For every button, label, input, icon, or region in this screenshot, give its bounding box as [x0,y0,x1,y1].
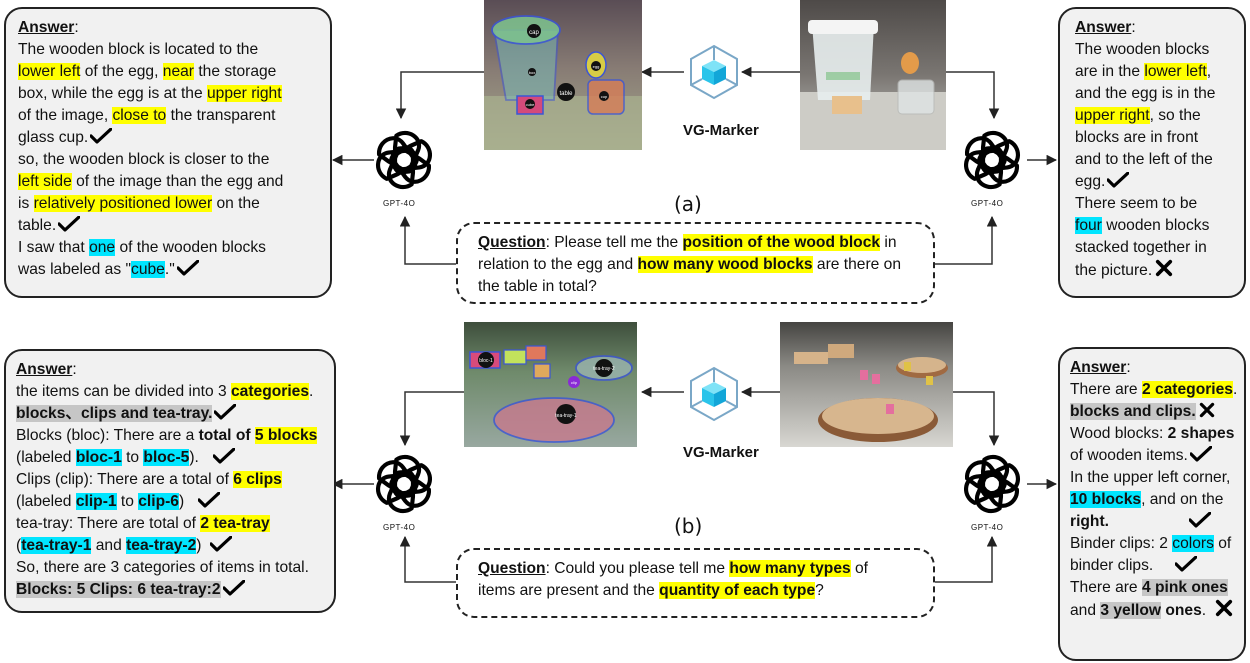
answer-line: glass cup. [18,127,320,149]
vg-marker-cube-icon [686,44,742,100]
panel-a-left-answer-box: Answer: The wooden block is located to t… [4,7,332,298]
image-label: egg [593,64,600,69]
panel-a-question-box: Question: Please tell me the position of… [456,222,935,304]
question-title: Question [478,234,546,251]
answer-line: I saw that one of the wooden blocks [18,239,266,256]
gpt-label: GPT-4O [383,199,416,208]
vg-marker-cube-icon [686,366,742,422]
answer-line: The wooden blocks [1075,41,1210,58]
openai-logo-icon [372,128,436,192]
panel-b-raw-photo [780,322,953,447]
gpt-label: GPT-4O [383,523,416,532]
cross-icon [1214,599,1234,617]
image-label: cup [601,94,608,99]
answer-line: stacked together in [1075,239,1207,256]
answer-line: (labeled bloc-1 to bloc-5). [16,447,324,469]
answer-line: the items can be divided into 3 categori… [16,383,314,400]
answer-line: egg. [1075,171,1234,193]
vg-marker-label: VG-Marker [683,122,759,139]
answer-title: Answer [1075,19,1132,36]
answer-line: are in the lower left, [1075,63,1212,80]
panel-a-marked-image: cap egg table cube cup box [484,0,642,150]
answer-line: tea-tray: There are total of 2 tea-tray [16,515,270,532]
check-icon [223,580,245,596]
subfigure-label: (b) [674,514,703,538]
answer-title: Answer [18,19,75,36]
check-icon [58,216,80,232]
answer-line: and to the left of the [1075,151,1213,168]
answer-line: Clips (clip): There are a total of 6 cli… [16,471,282,488]
panel-b-question-box: Question: Could you please tell me how m… [456,548,935,618]
openai-logo-icon [960,128,1024,192]
answer-line: of wooden items. [1070,445,1242,467]
answer-line: Binder clips: 2 colors of [1070,535,1232,552]
answer-line: There are 4 pink ones [1070,579,1228,596]
answer-line: There seem to be [1075,195,1198,212]
panel-b-right-answer-box: Answer: There are 2 categories. blocks a… [1058,347,1246,661]
answer-line: left side of the image than the egg and [18,173,284,190]
image-label: box [529,70,535,75]
image-label: clip [571,380,578,385]
openai-logo-icon [372,452,436,516]
gpt-label: GPT-4O [971,523,1004,532]
check-icon [1175,556,1197,572]
cross-icon [1198,402,1216,418]
vg-marker-label: VG-Marker [683,444,759,461]
answer-line: blocks and clips. [1070,401,1242,423]
image-label: tea-tray-1 [555,413,577,419]
image-label: cube [526,102,535,107]
answer-title: Answer [16,361,73,378]
answer-line: In the upper left corner, [1070,469,1231,486]
answer-line: blocks are in front [1075,129,1199,146]
answer-line: box, while the egg is at the upper right [18,85,282,102]
panel-b-left-answer-box: Answer: the items can be divided into 3 … [4,349,336,613]
answer-title: Answer [1070,359,1127,376]
answer-line: and the egg is in the [1075,85,1216,102]
answer-line: the picture. [1075,259,1234,282]
answer-line: Blocks: 5 Clips: 6 tea-tray:2 [16,579,324,601]
subfigure-label: (a) [674,192,702,216]
answer-line: of the image, close to the transparent [18,107,276,124]
check-icon [90,128,112,144]
check-icon [1107,172,1129,188]
answer-line: blocks、clips and tea-tray. [16,403,324,425]
answer-line: (tea-tray-1 and tea-tray-2) [16,535,324,557]
answer-line: 10 blocks, and on the [1070,491,1224,508]
check-icon [177,260,199,276]
answer-line: So, there are 3 categories of items in t… [16,559,309,576]
image-label: bloc-1 [479,358,493,364]
image-label: table [559,91,573,97]
answer-line: Wood blocks: 2 shapes [1070,425,1235,442]
image-label: cap [529,30,539,36]
answer-line: The wooden block is located to the [18,41,259,58]
image-label: tea-tray-2 [593,366,615,372]
check-icon [1189,512,1211,528]
answer-line: four wooden blocks [1075,217,1210,234]
check-icon [1190,446,1212,462]
answer-line: and 3 yellow ones. [1070,599,1242,622]
answer-line: lower left of the egg, near the storage [18,63,277,80]
answer-line: so, the wooden block is closer to the [18,151,270,168]
answer-line: table. [18,215,320,237]
answer-line: There are 2 categories. [1070,381,1238,398]
check-icon [210,536,232,552]
panel-b-marked-image: bloc-1 tea-tray-2 tea-tray-1 clip [464,322,637,447]
cross-icon [1154,259,1174,277]
panel-a-right-answer-box: Answer: The wooden blocks are in the low… [1058,7,1246,298]
answer-line: was labeled as "cube." [18,259,320,281]
answer-line: right. [1070,511,1242,533]
gpt-label: GPT-4O [971,199,1004,208]
panel-a-raw-photo [800,0,946,150]
answer-line: upper right, so the [1075,107,1201,124]
answer-line: is relatively positioned lower on the [18,195,260,212]
answer-line: (labeled clip-1 to clip-6) [16,491,324,513]
check-icon [198,492,220,508]
answer-line: binder clips. [1070,555,1242,577]
answer-line: Blocks (bloc): There are a total of 5 bl… [16,427,318,444]
check-icon [214,404,236,420]
openai-logo-icon [960,452,1024,516]
check-icon [213,448,235,464]
question-title: Question [478,560,546,577]
